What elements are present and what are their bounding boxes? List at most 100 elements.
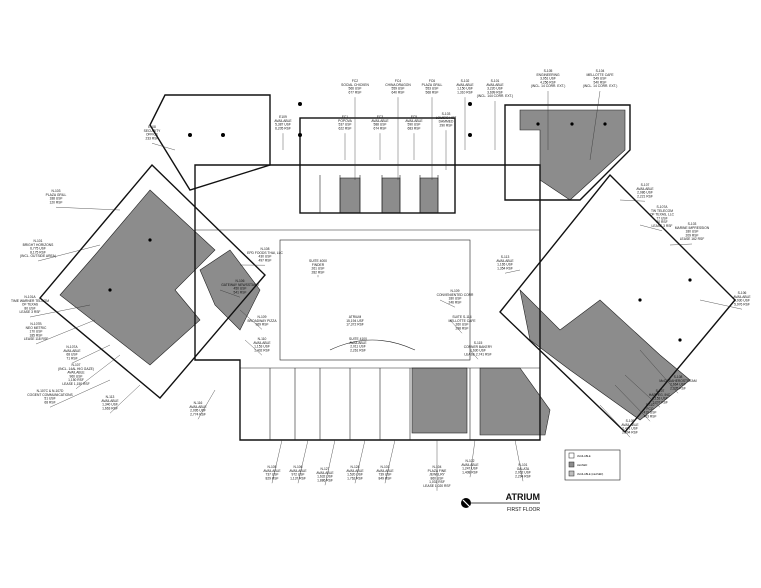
space-label-line: FC4 xyxy=(395,79,401,83)
leased-area-bright-horizons xyxy=(59,189,216,366)
space-label-line: AVAILABLE xyxy=(371,119,389,123)
space-label-line: 590 USF xyxy=(407,123,420,127)
leased-area-fc2 xyxy=(339,177,361,214)
space-label-line: 640 RSF xyxy=(391,90,404,94)
space-label-line: 683 RSF xyxy=(407,126,420,130)
space-label-line: AVAILABLE xyxy=(346,469,364,473)
legend-swatch-available xyxy=(568,452,575,459)
legend-swatch-leased xyxy=(568,461,575,468)
space-label-line: AVAILABLE xyxy=(289,469,307,473)
space-label-line: 622 RSF xyxy=(338,126,351,130)
space-label-line: N-107A xyxy=(66,345,78,349)
space-label-line: 1,247 USF xyxy=(462,467,478,471)
leased-area-engineering xyxy=(519,109,626,201)
space-label-line: 1,150 RSF xyxy=(68,378,84,382)
leader-line xyxy=(244,339,263,356)
leased-area-fc6 xyxy=(419,177,439,214)
space-label-line: 2,095 USF xyxy=(190,409,206,413)
space-label-line: 972 USF xyxy=(291,473,304,477)
space-label-line: 2,221 RSF xyxy=(637,194,653,198)
space-label-line: S-102 xyxy=(461,79,470,83)
space-label-line: 430 USF xyxy=(258,255,271,259)
leader-line xyxy=(384,439,396,484)
space-label-line: 463 RSF xyxy=(643,414,656,418)
leader-line xyxy=(669,243,693,246)
space-label-line: 185 RSF xyxy=(29,333,42,337)
space-label-line: TIME WARNER TELCOM xyxy=(11,299,49,303)
space-label-line: 553 USF xyxy=(425,87,438,91)
space-label-line: 1,632 USF xyxy=(317,475,333,479)
space-label-line: (INCL. 14 CORR. EXT.) xyxy=(531,84,566,88)
space-label-line: 298 RSF xyxy=(455,326,468,330)
leader-line xyxy=(151,143,176,151)
space-label-line: MARINE IMPRESSION xyxy=(675,226,710,230)
food-court-block xyxy=(299,117,456,214)
space-label-line: 540 RSF xyxy=(593,80,606,84)
leader-line xyxy=(219,289,241,298)
space-label-line: LEASE 162 RSF xyxy=(680,237,705,241)
space-label-line: POPOVA xyxy=(338,119,352,123)
leased-area-right-wing xyxy=(519,289,691,421)
space-label-line: SECURITY xyxy=(144,129,161,133)
space-label-line: 233 RSF xyxy=(145,136,158,140)
leased-area-fc4 xyxy=(381,177,401,214)
space-label-line: N-105 xyxy=(268,465,277,469)
bottom-shop-dividers xyxy=(269,368,471,440)
space-label-line: 71 RSF xyxy=(66,356,77,360)
space-label-line: FC6 xyxy=(429,79,435,83)
space-label-line: 68 RSF xyxy=(44,400,55,404)
leader-line xyxy=(639,349,679,394)
space-label-line: AVAILABLE xyxy=(67,371,85,375)
space-label-line: BROADWAY PIZZA xyxy=(247,319,277,323)
space-label-line: JEWELRY xyxy=(429,473,445,477)
space-label-line: CONVENIENTED CORR xyxy=(437,293,474,297)
space-label-line: 1,165 USF xyxy=(497,263,513,267)
space-label-line: 2,335 RSF xyxy=(670,386,686,390)
space-label-line: FCO xyxy=(647,407,654,411)
space-label-line: 68 USF xyxy=(66,353,77,357)
columns xyxy=(108,102,692,342)
space-label-line: HAPPEG, INC. xyxy=(649,393,671,397)
space-label-line: McCODAHEROSTREAM xyxy=(659,379,696,383)
space-label-line: 2,664 USF xyxy=(670,383,686,387)
space-label-line: 282 RSF xyxy=(311,270,324,274)
space-label-line: AVAILABLE xyxy=(376,469,394,473)
space-label-line: 739 USF xyxy=(378,473,391,477)
leader-line xyxy=(514,439,524,482)
space-label-line: TW TELECOM xyxy=(651,209,673,213)
legend-label: AVAILABLE (LEASED) xyxy=(577,472,603,476)
space-label-line: S-106 xyxy=(738,291,747,295)
space-label-line: 3,951 USF xyxy=(540,77,556,81)
leader-line xyxy=(599,404,631,438)
space-label-line: 3,220 USF xyxy=(487,87,503,91)
space-label-line: 290 RSF xyxy=(439,123,452,127)
space-label-line: AVAILABLE xyxy=(101,399,119,403)
space-label-line: 180 USF xyxy=(685,230,698,234)
space-label-line: S-115 xyxy=(474,341,483,345)
space-label-line: N-127 xyxy=(321,467,330,471)
space-label-line: FC2 xyxy=(352,79,358,83)
north-arrow-icon xyxy=(461,498,471,508)
space-label-line: 1,886 RSF xyxy=(317,478,333,482)
leader-line xyxy=(469,439,476,478)
leader-line xyxy=(469,349,479,360)
legend-swatch-other xyxy=(568,470,575,477)
space-label-line: N-107 xyxy=(72,363,81,367)
